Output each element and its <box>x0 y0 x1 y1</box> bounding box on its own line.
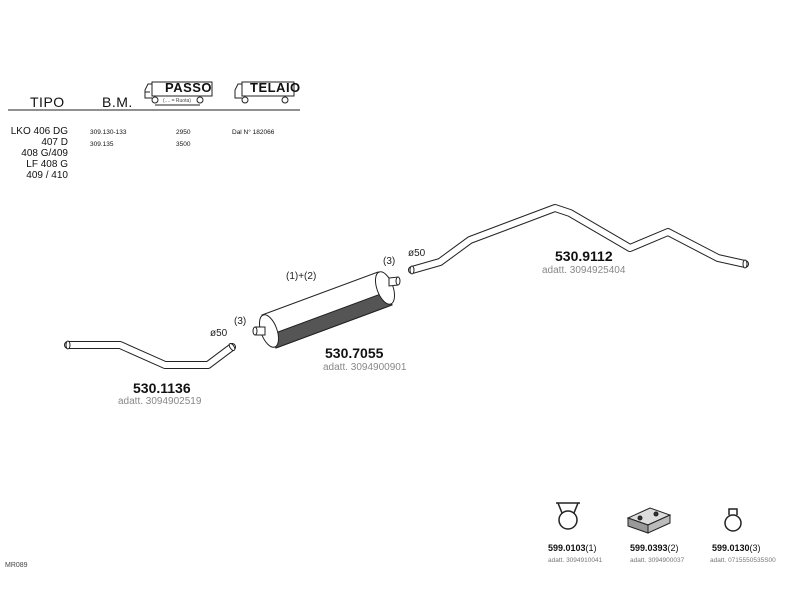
header-passo-sub: (.... = Ruota) <box>163 98 191 104</box>
front-pipe-number: 530.1136 <box>133 380 191 396</box>
model-item: 408 G/409 <box>21 148 68 159</box>
header-tipo: TIPO <box>30 94 65 110</box>
accessory-adatt: adatt. 0715550535S00 <box>710 557 776 564</box>
model-item: LKO 406 DG <box>10 126 68 137</box>
muffler-ref-left: (3) <box>234 316 247 327</box>
truck-passo-icon <box>144 81 213 106</box>
front-pipe-diameter: ø50 <box>210 328 228 339</box>
row-telaio: Dal N° 182066 <box>232 129 275 136</box>
accessory-ref: (1) <box>585 543 597 553</box>
muffler-ref-right: (3) <box>383 256 396 267</box>
muffler-drawing <box>252 271 401 349</box>
accessory-code: 599.0393 <box>630 543 668 553</box>
row-passo: 2950 <box>176 129 191 136</box>
accessory-code: 599.0130 <box>712 543 750 553</box>
muffler-adatt: adatt. 3094900901 <box>323 362 407 373</box>
row-bm: 309.130-133 <box>90 129 127 136</box>
header-passo: PASSO <box>165 80 213 95</box>
model-item: LF 408 G <box>26 159 68 170</box>
rear-pipe-drawing <box>408 204 749 275</box>
accessory-adatt: adatt. 3094900037 <box>630 557 685 564</box>
rear-pipe-diameter: ø50 <box>408 248 426 259</box>
footer-code: MR089 <box>5 562 28 569</box>
ring-clamp-icon <box>724 508 742 532</box>
truck-telaio-icon <box>234 81 295 104</box>
accessory-number: 599.0130(3) <box>712 543 761 553</box>
accessory-number: 599.0393(2) <box>630 543 679 553</box>
accessory-ref: (2) <box>667 543 679 553</box>
header-telaio: TELAIO <box>250 80 301 95</box>
model-item: 407 D <box>41 137 68 148</box>
accessory-number: 599.0103(1) <box>548 543 597 553</box>
accessory-adatt: adatt. 3094910041 <box>548 557 603 564</box>
front-pipe-drawing <box>64 340 236 369</box>
muffler-number: 530.7055 <box>325 345 384 361</box>
model-list: LKO 406 DG 407 D 408 G/409 LF 408 G 409 … <box>2 126 68 181</box>
rear-pipe-number: 530.9112 <box>555 248 613 264</box>
clamp-icon <box>556 502 580 530</box>
rear-pipe-adatt: adatt. 3094925404 <box>542 265 626 276</box>
row-bm: 309.135 <box>90 141 114 148</box>
model-item: 409 / 410 <box>26 170 68 181</box>
front-pipe-adatt: adatt. 3094902519 <box>118 396 202 407</box>
header-bm: B.M. <box>102 94 133 110</box>
accessory-ref: (3) <box>749 543 761 553</box>
accessory-code: 599.0103 <box>548 543 586 553</box>
rubber-mount-icon <box>626 507 672 534</box>
row-passo: 3500 <box>176 141 191 148</box>
muffler-callout: (1)+(2) <box>286 271 317 282</box>
